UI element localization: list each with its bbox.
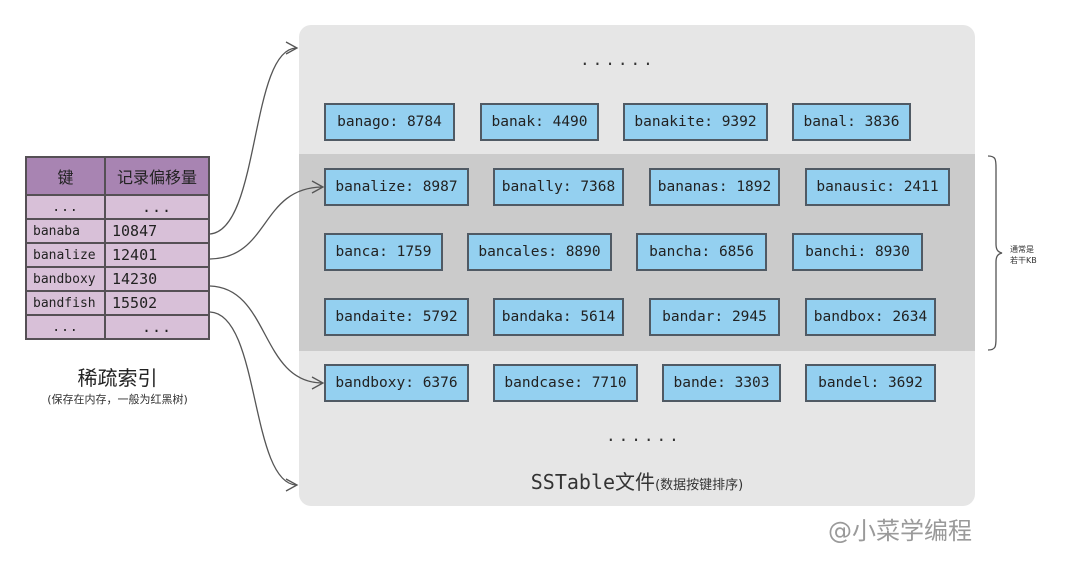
table-row: banaba 10847 bbox=[25, 218, 210, 244]
cell-offset: ... bbox=[104, 194, 210, 220]
record: bananas: 1892 bbox=[649, 168, 780, 206]
record: banca: 1759 bbox=[324, 233, 443, 271]
record: banak: 4490 bbox=[480, 103, 599, 141]
sparse-index-table: 键 记录偏移量 ... ... banaba 10847 banalize 12… bbox=[25, 156, 210, 340]
arrow-bandboxy bbox=[209, 285, 323, 384]
arrow-head-icon bbox=[311, 180, 325, 194]
sstable-bottom-ellipsis: ...... bbox=[606, 426, 682, 445]
brace-label: 通常是 若干KB bbox=[1010, 244, 1037, 266]
cell-offset: 12401 bbox=[104, 242, 210, 268]
record: bande: 3303 bbox=[662, 364, 781, 402]
brace-label-line: 若干KB bbox=[1010, 256, 1037, 265]
record: banakite: 9392 bbox=[623, 103, 768, 141]
cell-offset: 14230 bbox=[104, 266, 210, 292]
watermark: @小菜学编程 bbox=[828, 517, 972, 545]
table-row: ... ... bbox=[25, 314, 210, 340]
arrow-bandfish bbox=[209, 311, 297, 486]
record: banchi: 8930 bbox=[792, 233, 923, 271]
arrow-banalize bbox=[209, 186, 323, 260]
record: bandaite: 5792 bbox=[324, 298, 469, 336]
sparse-index-subtitle: (保存在内存，一般为红黑树) bbox=[47, 393, 188, 406]
header-offset: 记录偏移量 bbox=[104, 156, 210, 196]
table-row: banalize 12401 bbox=[25, 242, 210, 268]
record: bandaka: 5614 bbox=[493, 298, 624, 336]
record: bandboxy: 6376 bbox=[324, 364, 469, 402]
sstable-title-main: SSTable文件 bbox=[530, 470, 656, 494]
record: bandel: 3692 bbox=[805, 364, 936, 402]
record: bandar: 2945 bbox=[649, 298, 780, 336]
sparse-index-title: 稀疏索引 bbox=[77, 366, 158, 390]
table-header-row: 键 记录偏移量 bbox=[25, 156, 210, 196]
record: bancales: 8890 bbox=[467, 233, 612, 271]
cell-offset: 15502 bbox=[104, 290, 210, 316]
record: bandbox: 2634 bbox=[805, 298, 936, 336]
arrow-head-icon bbox=[285, 41, 299, 55]
arrow-head-icon bbox=[311, 376, 325, 390]
record: bandcase: 7710 bbox=[493, 364, 638, 402]
record: bancha: 6856 bbox=[636, 233, 767, 271]
cell-offset: 10847 bbox=[104, 218, 210, 244]
cell-key: bandboxy bbox=[25, 266, 106, 292]
record: banal: 3836 bbox=[792, 103, 911, 141]
cell-key: banaba bbox=[25, 218, 106, 244]
arrow-banaba bbox=[209, 47, 297, 235]
cell-offset: ... bbox=[104, 314, 210, 340]
sstable-title-sub: (数据按键排序) bbox=[655, 478, 744, 493]
cell-key: ... bbox=[25, 194, 106, 220]
record: banally: 7368 bbox=[493, 168, 624, 206]
cell-key: ... bbox=[25, 314, 106, 340]
curly-brace-icon bbox=[987, 155, 1003, 351]
record: banalize: 8987 bbox=[324, 168, 469, 206]
table-row: bandboxy 14230 bbox=[25, 266, 210, 292]
header-key: 键 bbox=[25, 156, 106, 196]
cell-key: banalize bbox=[25, 242, 106, 268]
sstable-title: SSTable文件(数据按键排序) bbox=[299, 466, 975, 495]
table-row: bandfish 15502 bbox=[25, 290, 210, 316]
arrow-head-icon bbox=[285, 478, 299, 492]
record: banausic: 2411 bbox=[805, 168, 950, 206]
sstable-top-ellipsis: ...... bbox=[580, 50, 656, 69]
cell-key: bandfish bbox=[25, 290, 106, 316]
record: banago: 8784 bbox=[324, 103, 455, 141]
brace-label-line: 通常是 bbox=[1010, 245, 1034, 254]
table-row: ... ... bbox=[25, 194, 210, 220]
